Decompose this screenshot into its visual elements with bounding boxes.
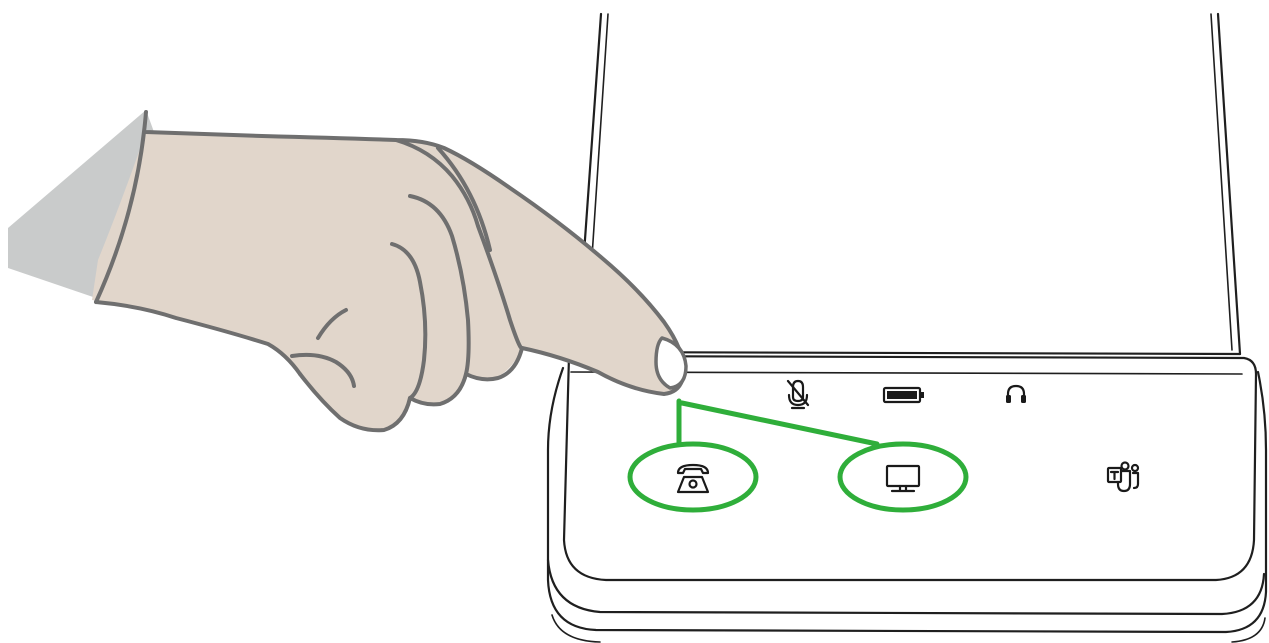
ring-finger-outline <box>408 194 471 407</box>
teams-icon <box>1106 461 1140 493</box>
teams-button[interactable] <box>1106 461 1140 493</box>
base-rim-outer <box>546 366 1268 634</box>
little-finger-outline <box>298 242 428 433</box>
base-rim-lower <box>546 558 1266 616</box>
base-rim-bottom <box>551 614 1266 643</box>
desk-phone-highlight-ring <box>627 441 759 513</box>
fingernail <box>654 336 688 390</box>
palm-lower-outline <box>94 300 302 376</box>
stand-bottom-edge <box>575 350 1242 356</box>
computer-highlight-ring <box>837 441 969 513</box>
sleeve <box>8 110 154 298</box>
desk-phone-icon <box>676 463 710 494</box>
pointing-hand <box>8 110 688 433</box>
knuckle-crease <box>436 146 492 252</box>
desk-phone-button[interactable] <box>676 463 710 494</box>
middle-finger-outline <box>394 138 524 382</box>
stand-right-edge <box>1216 12 1242 356</box>
battery-icon <box>882 386 924 404</box>
callout-connector <box>676 398 880 447</box>
hand-fill <box>92 132 684 431</box>
control-panel <box>562 354 1258 582</box>
stand-right-inner <box>1210 13 1233 351</box>
mic-mute-icon <box>786 379 810 410</box>
computer-monitor-icon <box>885 464 921 493</box>
computer-button[interactable] <box>885 464 921 493</box>
highlight-callout <box>627 398 969 513</box>
hand-outline <box>94 110 686 396</box>
headset-icon <box>1006 384 1026 403</box>
thumb-crease <box>290 308 356 388</box>
